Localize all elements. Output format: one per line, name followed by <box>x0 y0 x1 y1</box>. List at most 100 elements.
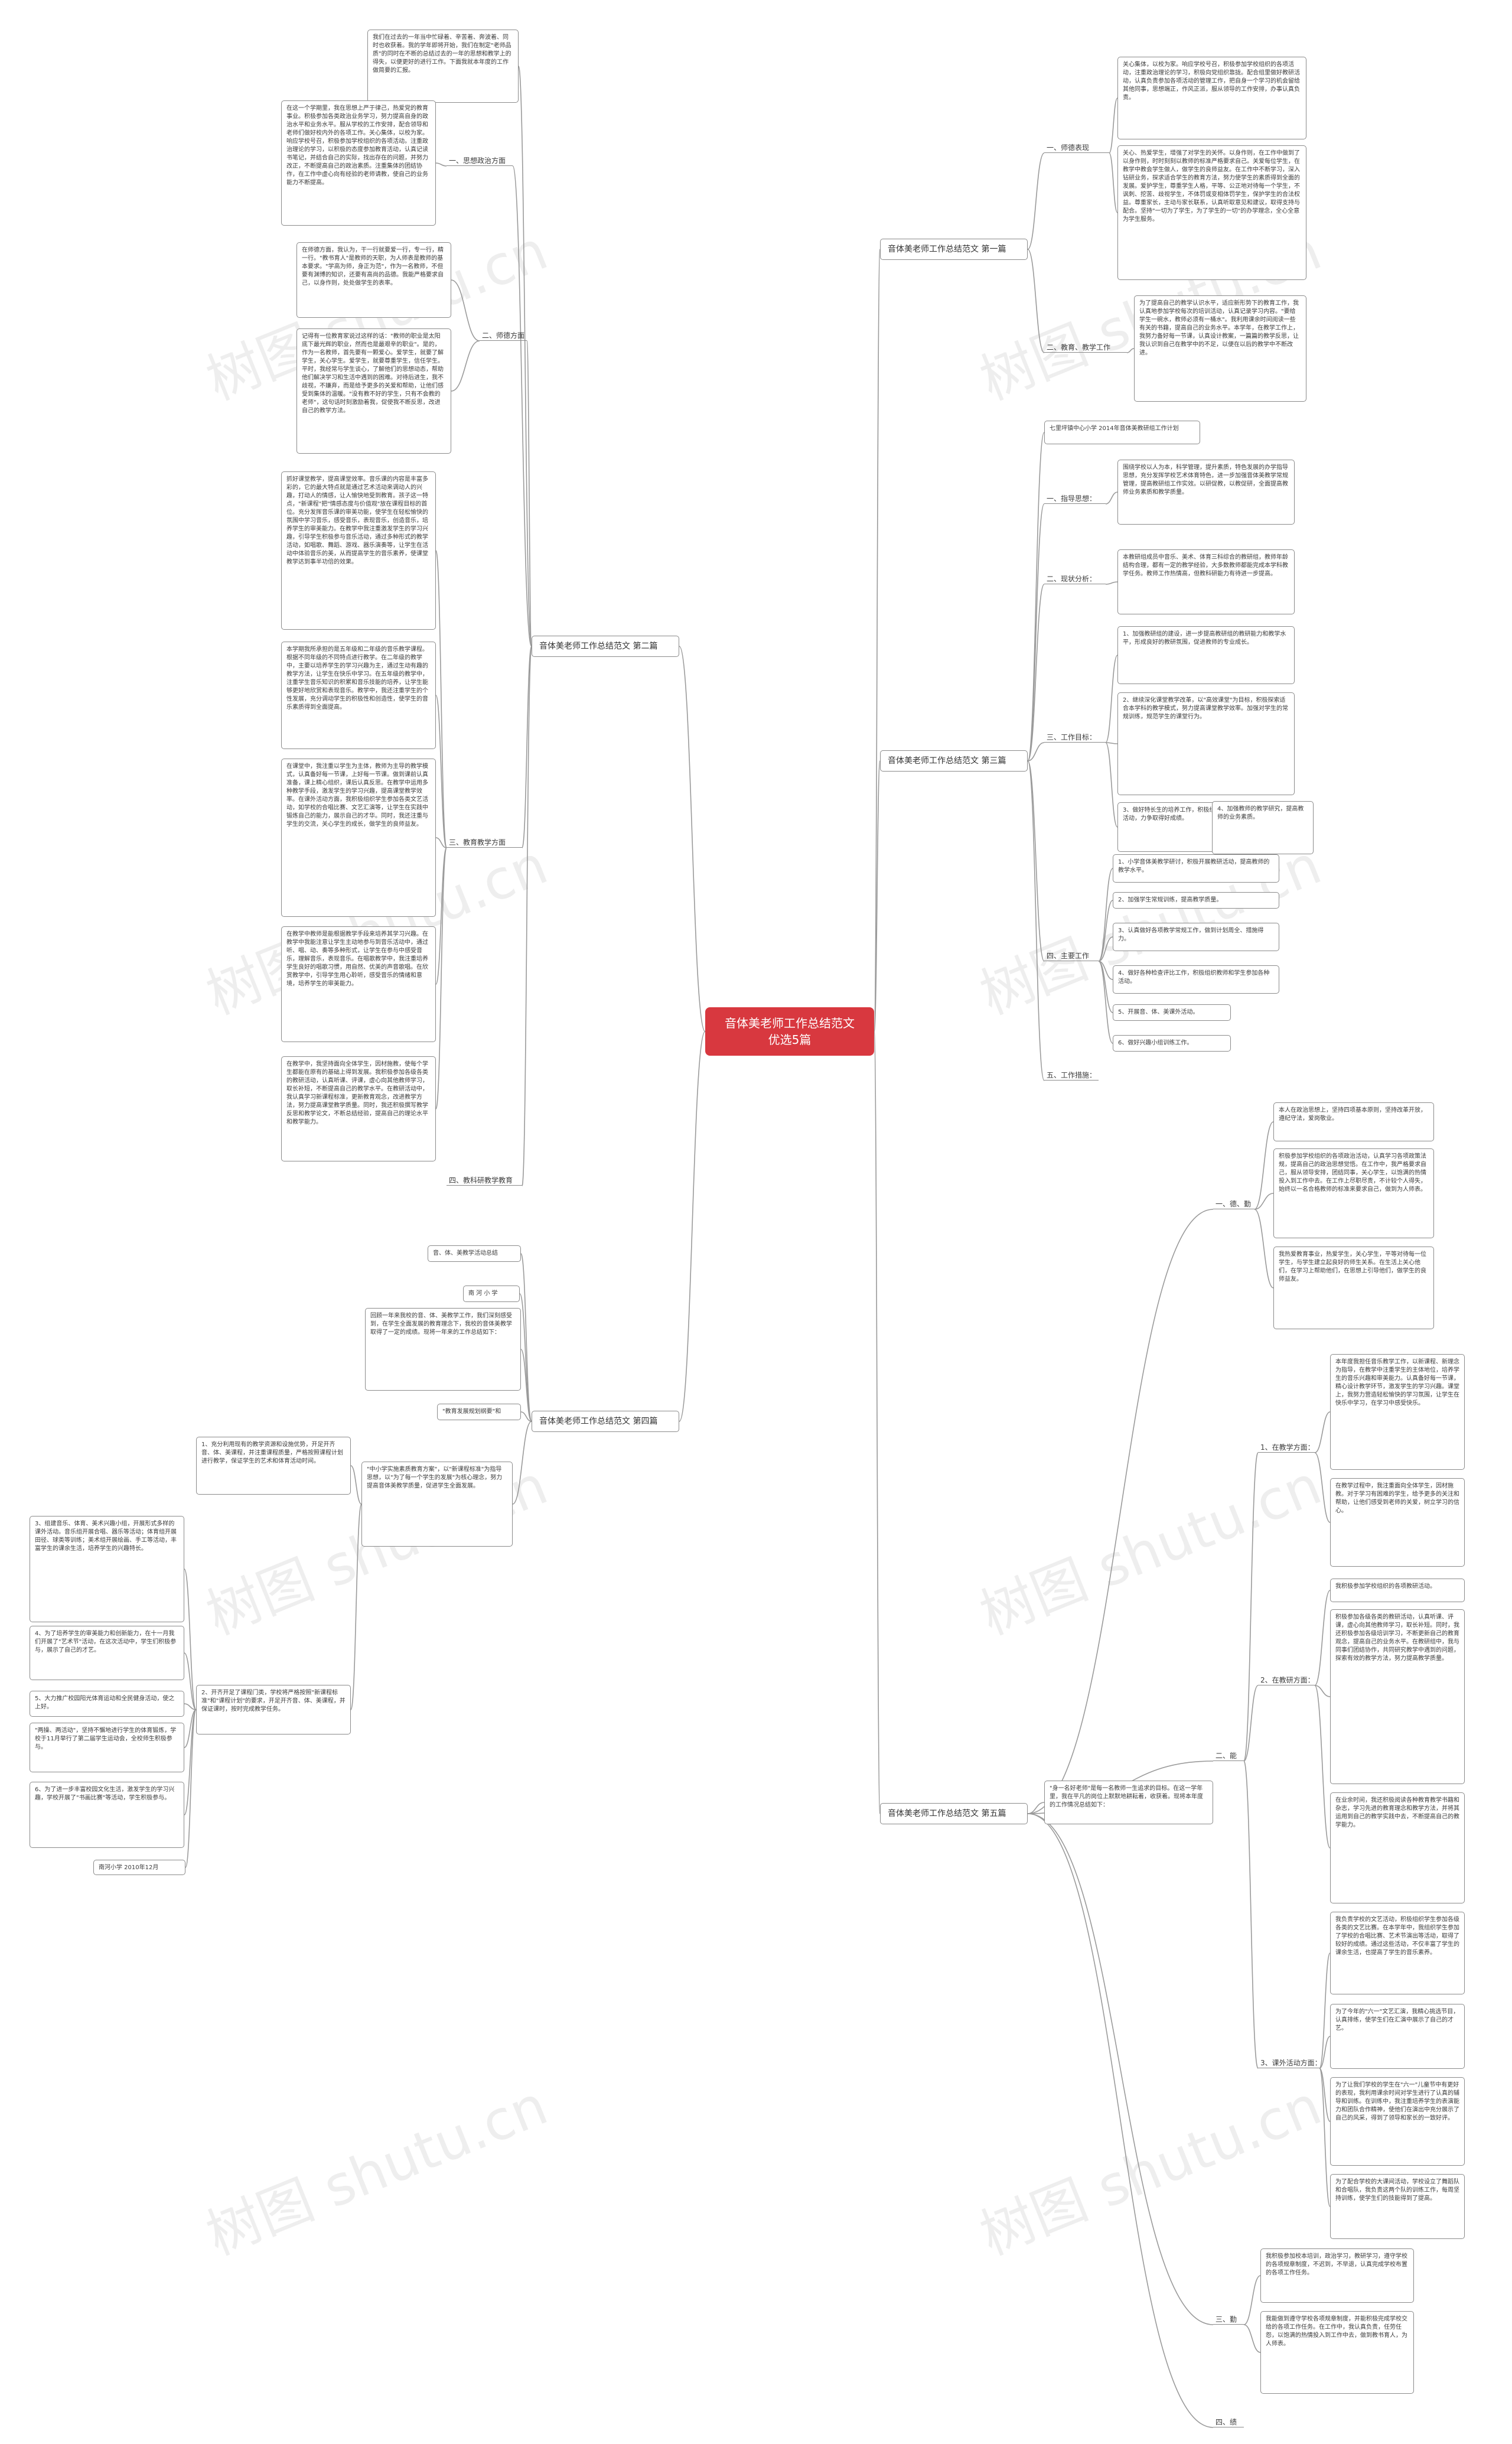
connector-line <box>1027 1802 1045 1814</box>
connector-line <box>185 1709 197 1868</box>
watermark: 树图 shutu.cn <box>972 1453 1330 1647</box>
connector-line <box>1105 742 1118 828</box>
connector-line <box>1105 581 1118 585</box>
b3-section-4-item-6: 6、做好兴趣小组训练工作。 <box>1113 1035 1231 1052</box>
b3-section-4[interactable]: 四、主要工作 <box>1044 951 1099 961</box>
connector-line <box>1243 2275 1261 2325</box>
connector-line <box>1254 1209 1274 1288</box>
b4-intro: 回顾一年来我校的音、体、美教学工作，我们深刻感受到，在学生全面发展的教育理念下，… <box>365 1308 521 1391</box>
connector-line <box>518 66 532 647</box>
b3-section-3-text-1: 1、加强教研组的建设，进一步提高教研组的教研能力和教学水平，形成良好的教研氛围，… <box>1117 626 1295 684</box>
connector-line <box>184 1568 197 1710</box>
connector-line <box>1319 2068 1331 2122</box>
connector-line <box>1098 868 1113 962</box>
b4-label-1: 音、体、美教学活动总结 <box>428 1245 521 1262</box>
b5-section-3-text-1: 我积极参加校本培训，政治学习，教研学习，遵守学校的各项规章制度，不迟到，不早退，… <box>1260 2248 1414 2303</box>
connector-line <box>1027 1209 1214 1814</box>
b2-section-3-text-5: 在教学中，我坚持面向全体学生，因材施教，使每个学生都能在原有的基础上得到发展。我… <box>281 1056 436 1161</box>
b5-section-2-sub-3-text-2: 为了今年的"六一"文艺汇演，我精心挑选节目，认真排练，使学生们在汇演中展示了自己… <box>1330 2004 1465 2069</box>
connector-line <box>350 1465 362 1505</box>
connector-line <box>1243 1760 1259 2069</box>
connector-line <box>1314 1685 1331 1697</box>
b3-section-3[interactable]: 三、工作目标： <box>1044 733 1106 743</box>
b3-section-2[interactable]: 二、现状分析： <box>1044 574 1106 584</box>
connector-line <box>512 165 532 647</box>
watermark: 树图 shutu.cn <box>198 2073 556 2267</box>
connector-line <box>435 162 447 167</box>
b1-section-1[interactable]: 一、师德表现 <box>1044 143 1109 153</box>
connector-line <box>522 646 532 1186</box>
b5-section-4[interactable]: 四、绩 <box>1213 2417 1244 2427</box>
connector-line <box>512 1421 532 1505</box>
connector-line <box>1254 1193 1274 1210</box>
b1-section-2[interactable]: 二、教育、教学工作 <box>1044 343 1127 353</box>
connector-line <box>679 646 706 1032</box>
connector-line <box>1027 742 1045 761</box>
b3-intro: 七里坪镇中心小学 2014年音体美教研组工作计划 <box>1044 421 1200 444</box>
connector-line <box>874 760 881 1032</box>
connector-line <box>1243 2324 1261 2353</box>
connector-line <box>520 1411 532 1422</box>
connector-line <box>1027 584 1045 761</box>
connector-line <box>522 646 532 848</box>
b5-section-1[interactable]: 一、德、勤 <box>1213 1199 1254 1209</box>
b2-intro: 我们在过去的一年当中忙碌着、辛苦着、奔波着、同时也收获着。我的学年即将开始，我们… <box>367 30 519 103</box>
branch-2-title[interactable]: 音体美老师工作总结范文 第二篇 <box>532 636 679 657</box>
b5-section-2-sub-3-text-3: 为了让我们学校的学生在"六一"儿童节中有更好的表现，我利用课余时间对学生进行了认… <box>1330 2077 1465 2166</box>
b4-list-item-2: 2、开齐开足了课程门类，学校将严格按照"新课程标准"和"课程计划"的要求，开足开… <box>196 1685 351 1734</box>
b2-section-3-text-2: 本学期我所承担的是五年级和二年级的音乐教学课程。根据不同年级的不同特点进行教学。… <box>281 642 436 749</box>
b2-section-3-text-3: 在课堂中，我注重以学生为主体，教师为主导的教学模式，认真备好每一节课，上好每一节… <box>281 759 436 917</box>
b2-section-2-text-1: 在师德方面，我认为，干一行就要爱一行，专一行，精一行。"教书育人"是教师的天职，… <box>296 242 451 318</box>
b4-list-item-1: 1、充分利用现有的教学资源和设施优势，开足开齐音、体、美课程，并注重课程质量，严… <box>196 1437 351 1495</box>
b4-sub-item-3: 5、大力推广校园阳光体育运动和全民健身活动，使之上好。 <box>30 1691 184 1717</box>
connector-line <box>1098 961 1113 980</box>
b2-section-2-text-2: 记得有一位教育家说过这样的话："教师的职业是太阳底下最光辉的职业，然而也是最艰辛… <box>296 328 451 454</box>
connector-line <box>435 550 447 848</box>
b3-section-5[interactable]: 五、工作措施： <box>1044 1070 1099 1081</box>
b5-section-2-sub-2[interactable]: 2、在教研方面： <box>1258 1675 1315 1685</box>
b2-section-4[interactable]: 四、教科研教学教育 <box>447 1176 522 1186</box>
b5-section-2-sub-3-text-4: 为了配合学校的大课间活动，学校设立了舞蹈队和合唱队，我负责这两个队的训练工作，每… <box>1330 2174 1465 2239</box>
connector-line <box>1314 1685 1331 1849</box>
b5-section-2[interactable]: 二、能 <box>1213 1751 1244 1761</box>
b5-section-2-sub-3[interactable]: 3、课外活动方面： <box>1258 2058 1319 2068</box>
connector-line <box>1098 900 1113 962</box>
connector-line <box>1027 249 1045 353</box>
connector-line <box>520 1253 532 1422</box>
b3-section-1-text: 围绕学校以人为本，科学管理，提升素质，特色发展的办学指导思想，充分发挥学校艺术体… <box>1117 460 1295 525</box>
connector-line <box>1314 1590 1331 1686</box>
connector-line <box>1027 432 1045 761</box>
connector-line <box>1027 760 1045 1081</box>
b5-section-2-sub-1[interactable]: 1、在教学方面： <box>1258 1443 1315 1453</box>
b5-section-2-sub-2-text-3: 在业余时间，我还积极阅读各种教育教学书籍和杂志，学习先进的教育理念和教学方法，并… <box>1330 1792 1465 1903</box>
connector-line <box>435 837 447 848</box>
b4-label-3: "教育发展规划纲要"和 <box>437 1404 521 1420</box>
b3-section-4-item-2: 2、加强学生常规训练，提高教学质量。 <box>1113 892 1279 909</box>
b4-sub-item-4: "两操、两活动"，坚持不懈地进行学生的体育锻炼，学校于11月举行了第二届学生运动… <box>30 1723 184 1772</box>
connector-line <box>184 1703 197 1710</box>
connector-line <box>1319 2036 1331 2069</box>
b5-intro: "身一名好老师"是每一名教师一生追求的目标。在这一学年里，我在平凡的岗位上默默地… <box>1044 1781 1213 1824</box>
connector-line <box>1027 1813 1214 2325</box>
b2-section-1-text: 在这一个学期里，我在思想上严于律己，热爱党的教育事业。积极参加各类政治业务学习，… <box>281 100 436 226</box>
root-topic[interactable]: 音体美老师工作总结范文 优选5篇 <box>705 1007 874 1056</box>
b4-section-text: "中小学实施素质教育方案"，以"新课程标准"为指导思想，以"为了每一个学生的发展… <box>361 1462 513 1547</box>
connector-line <box>1319 2068 1331 2207</box>
b2-section-1[interactable]: 一、思想政治方面 <box>447 156 513 166</box>
b3-section-1[interactable]: 一、指导思想： <box>1044 494 1106 504</box>
b4-label-2: 南 河 小 学 <box>463 1286 520 1302</box>
connector-line <box>184 1652 197 1710</box>
b2-section-3[interactable]: 三、教育教学方面 <box>447 838 522 848</box>
branch-4-title[interactable]: 音体美老师工作总结范文 第四篇 <box>532 1411 679 1432</box>
b3-section-3-text-4: 4、加强教师的教学研究，提高教师的业务素质。 <box>1212 801 1314 854</box>
branch-3-title[interactable]: 音体美老师工作总结范文 第三篇 <box>880 750 1028 772</box>
b1-section-1-text-a: 关心集体，以校为家。响应学校号召，积极参加学校组织的各项活动，注重政治理论的学习… <box>1117 57 1306 139</box>
branch-1-title[interactable]: 音体美老师工作总结范文 第一篇 <box>880 239 1028 260</box>
b2-section-3-text-4: 在教学中教师是能根据教学手段来培养其学习兴趣。在教学中我能注意让学生主动地参与到… <box>281 926 436 1042</box>
b2-section-2[interactable]: 二、师德方面 <box>480 331 527 341</box>
connector-line <box>435 847 447 1109</box>
branch-5-title[interactable]: 音体美老师工作总结范文 第五篇 <box>880 1803 1028 1824</box>
b5-section-3[interactable]: 三、勤 <box>1213 2315 1244 2325</box>
b5-section-2-sub-3-text-1: 我负责学校的文艺活动，积极组织学生参加各级各类的文艺比赛。在本学年中，我组织学生… <box>1330 1912 1465 1994</box>
b5-section-2-sub-2-text-1: 我积极参加学校组织的各项教研活动。 <box>1330 1579 1465 1602</box>
